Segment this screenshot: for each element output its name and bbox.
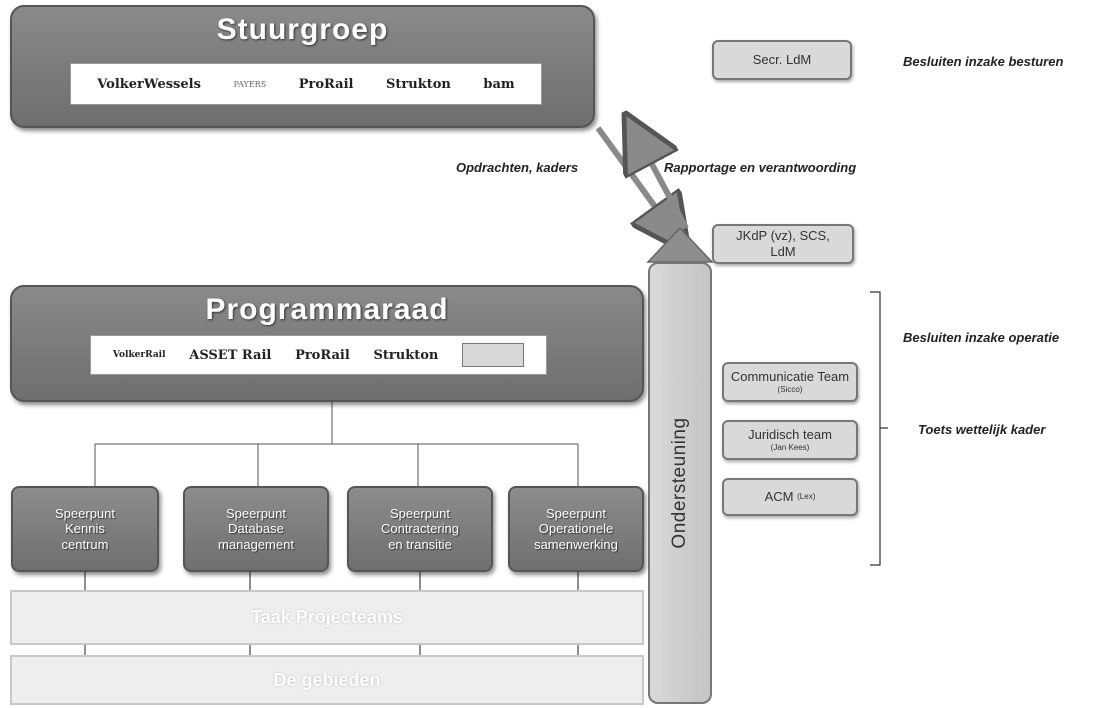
speerpunt-line: Database (228, 521, 284, 537)
label-opdrachten: Opdrachten, kaders (456, 160, 579, 175)
speerpunt-line: Speerpunt (546, 505, 606, 521)
team-communicatie: Communicatie Team (Sicco) (722, 362, 858, 402)
stuurgroep-title: Stuurgroep (216, 13, 389, 46)
secr-ldm-box: Secr. LdM (712, 40, 852, 80)
arrow-rapportage (638, 138, 689, 230)
speerpunt-line: Operationele (538, 521, 614, 537)
logo-bam: bam (483, 76, 515, 92)
bracket (870, 291, 888, 566)
note-besluiten-besturen: Besluiten inzake besturen (903, 54, 1064, 69)
logo-strukton: Strukton (386, 76, 451, 92)
ondersteuning-box: Ondersteuning (648, 262, 712, 704)
speerpunt-line: Speerpunt (55, 505, 115, 521)
band-gebieden: De gebieden (10, 655, 644, 705)
team-acm-label: ACM (764, 489, 794, 505)
programmaraad-title: Programmaraad (205, 293, 449, 326)
jkdp-box: JKdP (vz), SCS, LdM (712, 224, 854, 264)
logo-volkerwessels: VolkerWessels (97, 76, 201, 92)
speerpunt-line: en transitie (388, 536, 452, 552)
label-rapportage: Rapportage en verantwoording (664, 160, 857, 175)
note-toets-kader: Toets wettelijk kader (918, 422, 1046, 437)
team-communicatie-label: Communicatie Team (730, 369, 850, 385)
team-acm: ACM (Lex) (722, 478, 858, 516)
logo-volkerrail: VolkerRail (112, 350, 166, 360)
speerpunt-line: centrum (61, 536, 109, 552)
speerpunt-line: Speerpunt (226, 505, 286, 521)
team-communicatie-sub: (Sicco) (777, 385, 803, 394)
speerpunt-line: samenwerking (534, 536, 618, 552)
programmaraad-box: Programmaraad VolkerRail ASSET Rail ProR… (10, 285, 644, 402)
logo-assetrail: ASSET Rail (189, 347, 272, 363)
ondersteuning-label: Ondersteuning (669, 417, 690, 549)
speerpunt-line: management (218, 536, 294, 552)
team-juridisch-sub: (Jan Kees) (770, 443, 810, 452)
logo-prorail: ProRail (298, 76, 354, 92)
speerpunt-operationele-samenwerking: Speerpunt Operationele samenwerking (508, 486, 644, 572)
speerpunt-contractering: Speerpunt Contractering en transitie (347, 486, 493, 572)
speerpunt-line: Speerpunt (390, 505, 450, 521)
logo-strukton: Strukton (373, 347, 439, 363)
team-acm-sub: (Lex) (797, 492, 816, 502)
note-besluiten-operatie: Besluiten inzake operatie (903, 330, 1060, 345)
stuurgroep-logos: VolkerWessels PAYERS ProRail Strukton ba… (70, 63, 542, 105)
stuurgroep-box: Stuurgroep VolkerWessels PAYERS ProRail … (10, 5, 595, 128)
logo-payers: PAYERS (233, 79, 267, 89)
arrow-opdrachten (595, 126, 672, 230)
logo-extra (462, 343, 525, 367)
programmaraad-logos: VolkerRail ASSET Rail ProRail Strukton (90, 335, 547, 375)
ondersteuning-peak (646, 226, 714, 263)
speerpunt-kenniscentrum: Speerpunt Kennis centrum (11, 486, 159, 572)
logo-prorail: ProRail (295, 347, 350, 363)
speerpunt-databasemanagement: Speerpunt Database management (183, 486, 329, 572)
speerpunt-line: Kennis (65, 521, 105, 537)
band-projecteams: Taak Projecteams (10, 590, 644, 645)
team-juridisch-label: Juridisch team (748, 427, 832, 443)
speerpunt-line: Contractering (380, 521, 460, 537)
team-juridisch: Juridisch team (Jan Kees) (722, 420, 858, 460)
